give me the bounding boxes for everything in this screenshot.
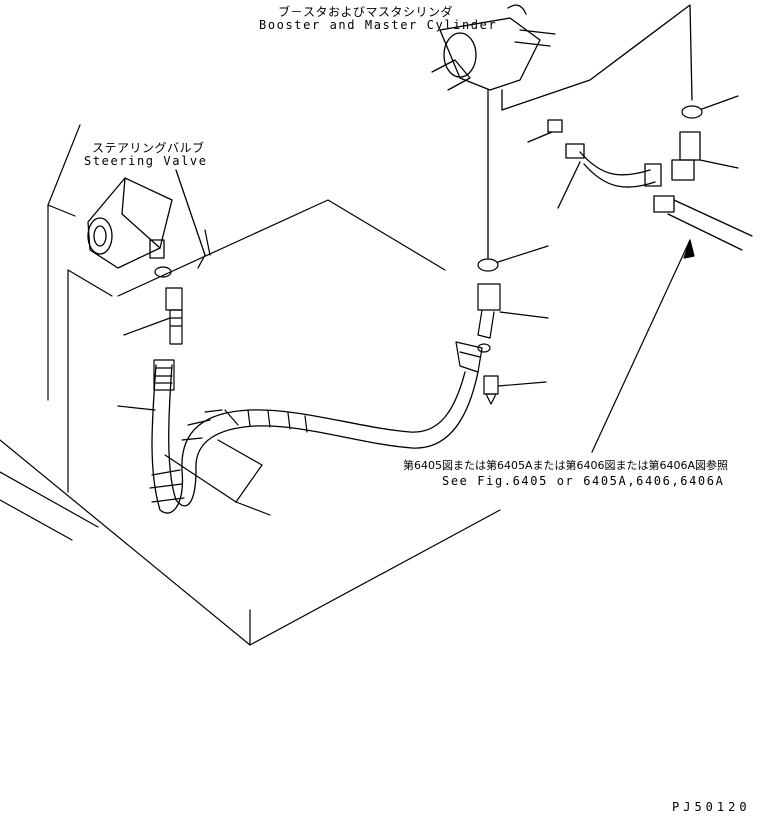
booster-master-cylinder	[432, 5, 692, 258]
reference-label-en: See Fig.6405 or 6405A,6406,6406A	[442, 474, 725, 488]
steering-valve	[88, 170, 205, 268]
booster-label-en: Booster and Master Cylinder	[259, 18, 498, 32]
frame-structure	[0, 125, 500, 645]
o-ring-booster	[478, 259, 498, 271]
steering-label-en: Steering Valve	[84, 154, 208, 168]
tube-assembly-upper-right	[528, 120, 752, 250]
reference-arrow	[592, 240, 694, 452]
o-ring-steering	[155, 267, 171, 277]
drawing-code: PJ50120	[672, 800, 751, 814]
o-ring-upper-right	[682, 106, 702, 118]
main-hose	[118, 342, 482, 513]
elbow-fitting	[478, 284, 548, 352]
adapter-fitting-steering	[124, 288, 182, 344]
bleeder-plug	[484, 376, 546, 404]
steering-label-jp: ステアリングバルブ	[92, 141, 205, 155]
reference-label-jp: 第6405図または第6405Aまたは第6406図または第6406A図参照	[403, 459, 729, 472]
booster-label-jp: ブ－スタおよびマスタシリンダ	[278, 5, 454, 19]
